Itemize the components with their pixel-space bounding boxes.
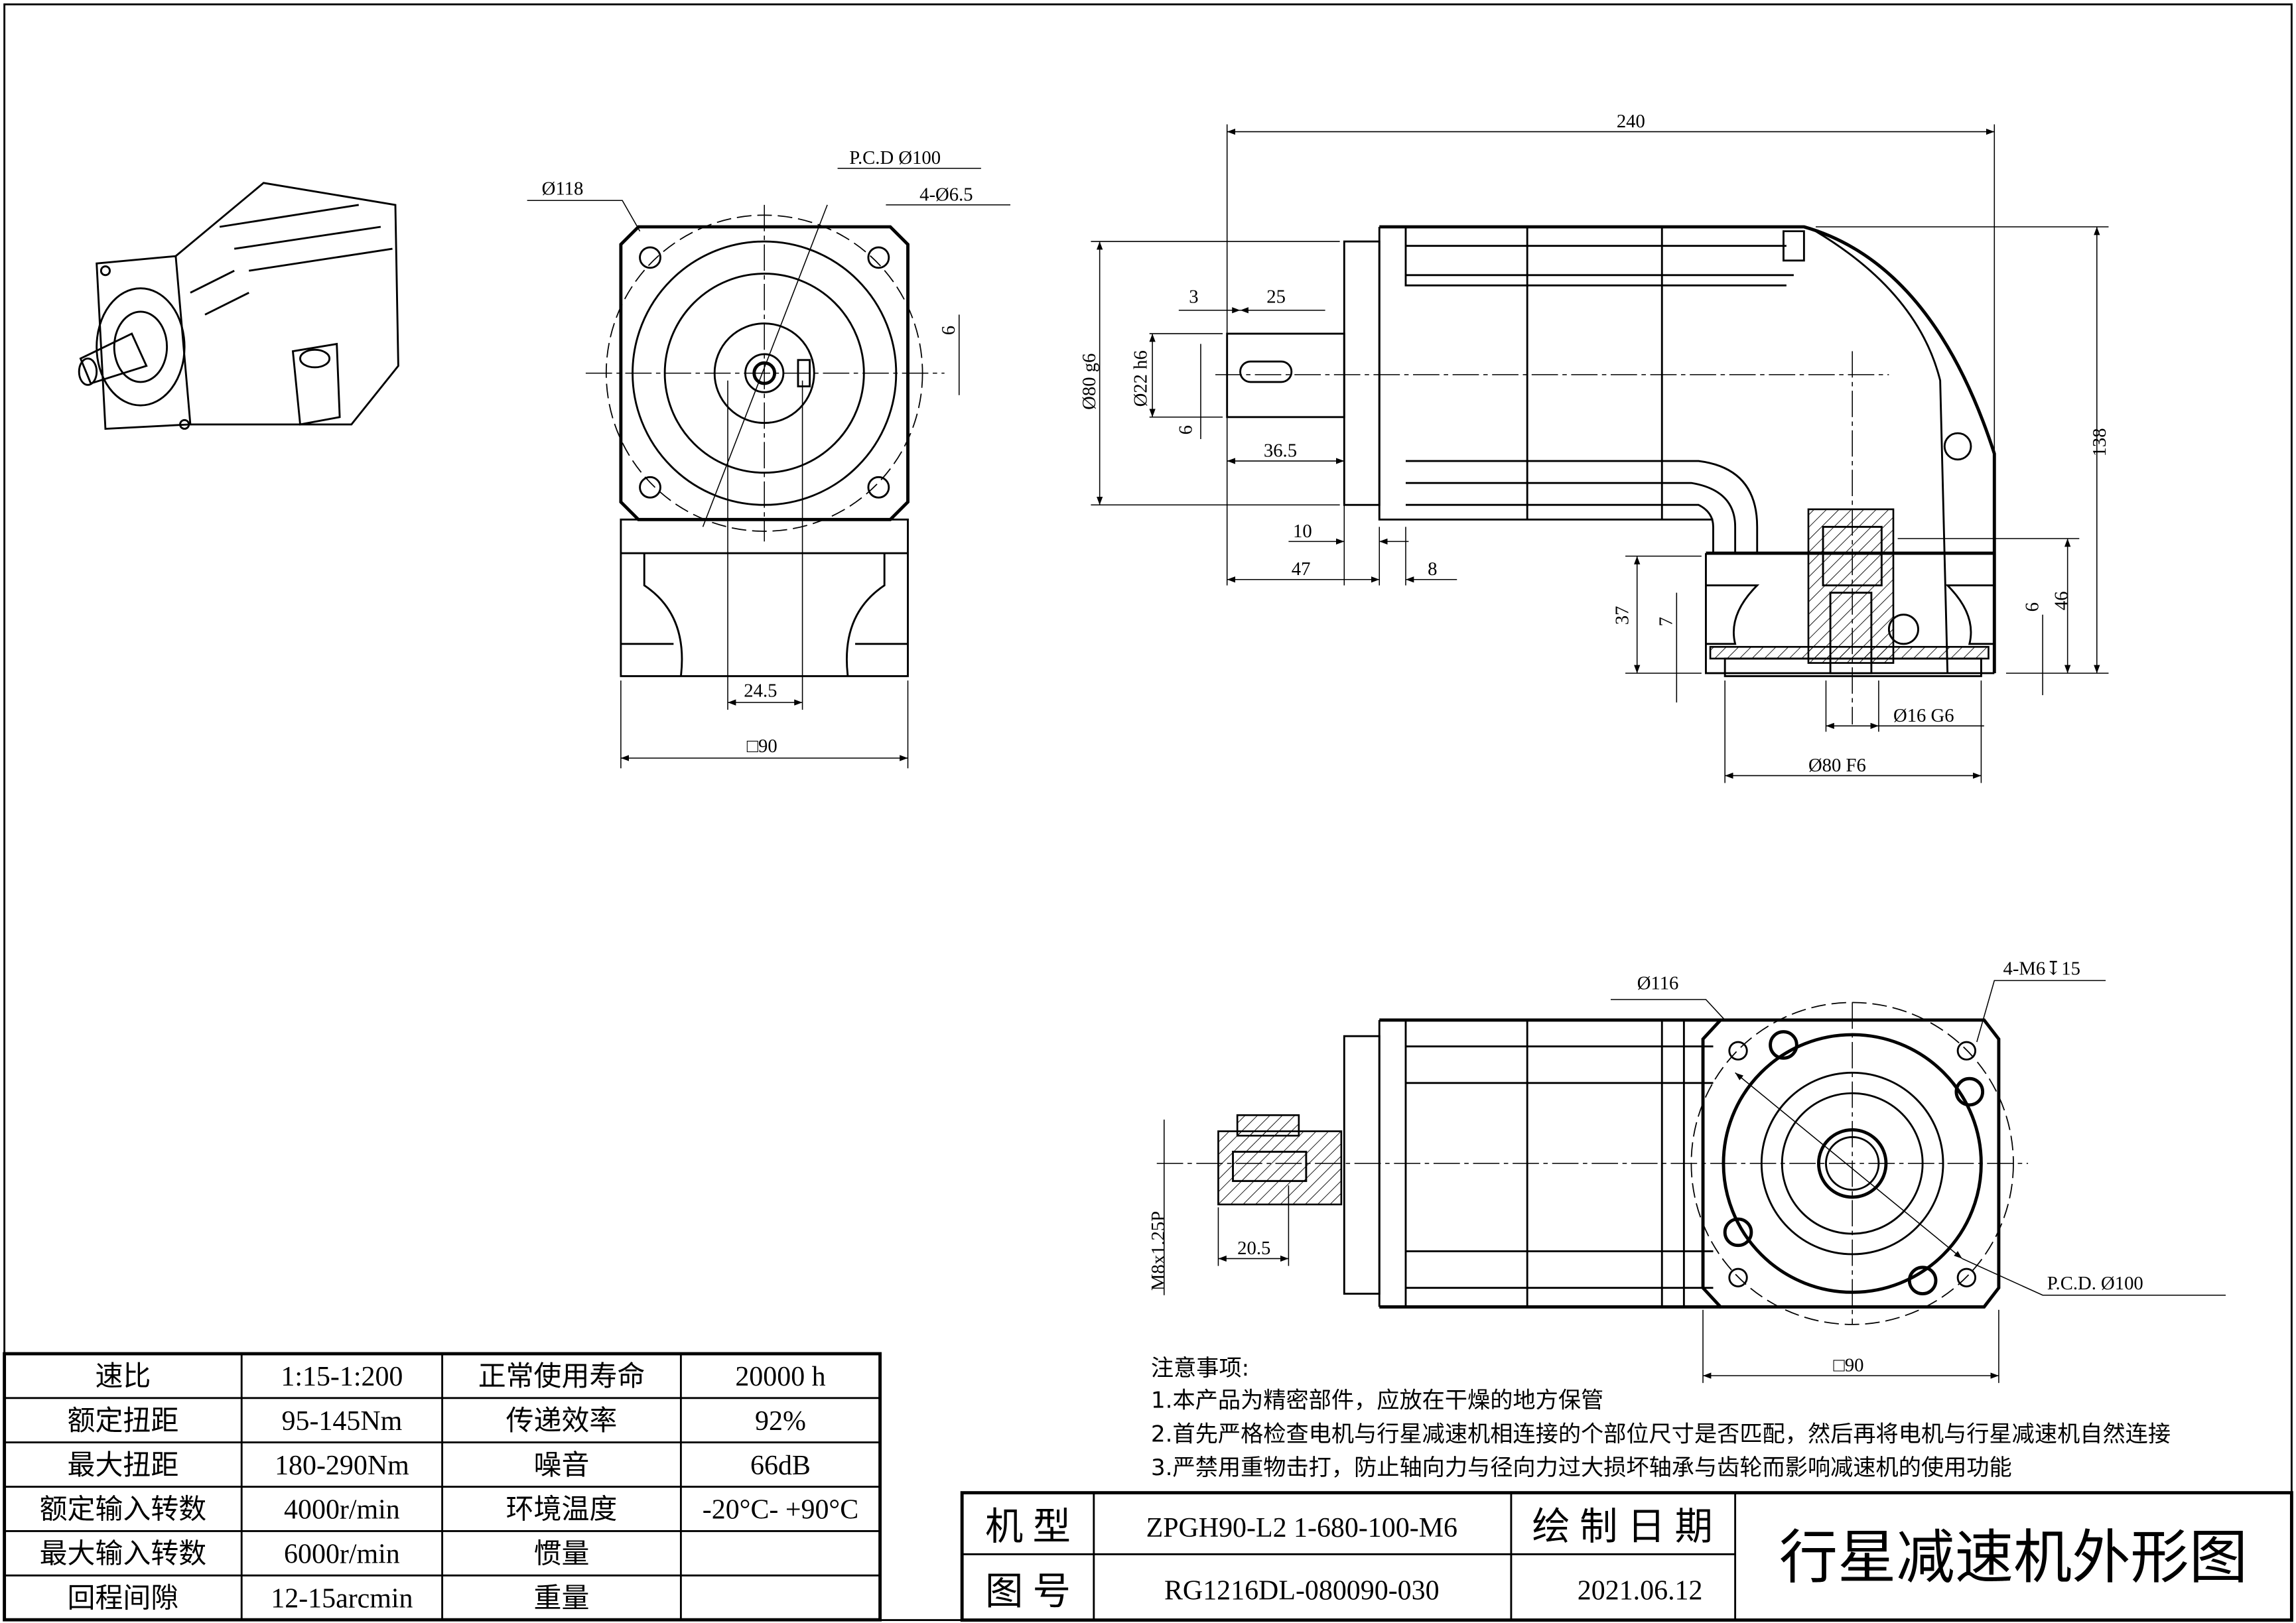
spec-cell: 额定扭距	[68, 1405, 179, 1437]
dim-46: 46	[2051, 591, 2072, 610]
side-view: 240 138 Ø80 g6 Ø22 h6 3 25 6 36.5 10 47 …	[1079, 111, 2110, 783]
dim-flange-thickness: 8	[1428, 558, 1437, 580]
dim-length: 240	[1617, 111, 1645, 132]
title-block: 机 型 ZPGH90-L2 1-680-100-M6 绘 制 日 期 图 号 R…	[960, 1491, 2293, 1622]
spec-cell: 66dB	[750, 1451, 811, 1481]
spec-cell: 最大扭距	[68, 1451, 179, 1481]
spec-cell: 正常使用寿命	[478, 1361, 645, 1392]
drawing-title: 行星减速机外形图	[1779, 1526, 2248, 1591]
dim-mounting-holes: 4-Ø6.5	[919, 184, 973, 205]
spec-cell: 速比	[95, 1362, 151, 1392]
spec-cell: 20000 h	[735, 1362, 825, 1392]
dim-pilot: Ø80 g6	[1079, 354, 1100, 410]
note-3: 3.严禁用重物击打，防止轴向力与径向力过大损坏轴承与齿轮而影响减速机的使用功能	[1151, 1455, 2012, 1481]
spec-cell: 180-290Nm	[275, 1451, 409, 1481]
spec-cell: 4000r/min	[284, 1495, 400, 1526]
model-label: 机 型	[985, 1506, 1071, 1548]
note-1: 1.本产品为精密部件，应放在干燥的地方保管	[1151, 1388, 1603, 1414]
dim-key-length: 25	[1266, 287, 1286, 308]
dim-pcd: P.C.D Ø100	[849, 147, 941, 168]
spec-cell: 6000r/min	[284, 1539, 400, 1570]
spec-cell: 95-145Nm	[282, 1406, 403, 1437]
dim-flange-diameter: Ø118	[542, 178, 584, 199]
spec-cell: 重量	[534, 1583, 590, 1614]
dim-output-pilot: Ø80 F6	[1808, 755, 1866, 776]
spec-cell: 1:15-1:200	[281, 1362, 403, 1392]
date-label: 绘 制 日 期	[1532, 1506, 1713, 1548]
dim-pcd: P.C.D. Ø100	[2047, 1273, 2143, 1294]
dim-6: 6	[2022, 602, 2043, 612]
spec-cell: 额定输入转数	[40, 1494, 207, 1526]
drawing-no-label: 图 号	[985, 1571, 1071, 1612]
date-value: 2021.06.12	[1578, 1576, 1703, 1606]
spec-cell: 传递效率	[506, 1405, 618, 1437]
dim-key-width: 6	[938, 326, 959, 335]
dim-shaft: Ø22 h6	[1130, 350, 1151, 407]
dim-shaft-length: 36.5	[1264, 440, 1297, 461]
dim-key-offset: 3	[1189, 287, 1198, 308]
spec-cell: 12-15arcmin	[271, 1583, 413, 1614]
dim-pilot-length: 10	[1293, 521, 1312, 542]
spec-cell: 环境温度	[506, 1494, 618, 1526]
dim-threaded-holes: 4-M6↧15	[2003, 958, 2080, 980]
dim-square: □90	[1834, 1354, 1864, 1376]
front-view: Ø118 P.C.D Ø100 4-Ø6.5 6 24.5 □90	[527, 147, 1011, 769]
spec-cell: -20°C- +90°C	[703, 1495, 858, 1526]
notes: 注意事项: 1.本产品为精密部件，应放在干燥的地方保管 2.首先严格检查电机与行…	[1151, 1355, 2171, 1481]
dim-total-shaft: 47	[1292, 558, 1311, 580]
spec-cell: 回程间隙	[68, 1583, 179, 1614]
spec-table: 速比 1:15-1:200 正常使用寿命 20000 h 额定扭距 95-145Nm 传递效…	[3, 1352, 882, 1622]
dim-key-width: 6	[1176, 425, 1197, 434]
model-value: ZPGH90-L2 1-680-100-M6	[1146, 1513, 1457, 1543]
drawing-no-value: RG1216DL-080090-030	[1164, 1576, 1440, 1606]
dim-height: 138	[2089, 428, 2110, 456]
dim-depth: 20.5	[1237, 1238, 1270, 1259]
dim-thread: M8x1.25P	[1148, 1211, 1169, 1291]
dim-offset: 24.5	[744, 680, 777, 701]
dim-7: 7	[1656, 617, 1677, 626]
spec-cell: 92%	[755, 1406, 806, 1437]
note-2: 2.首先严格检查电机与行星减速机相连接的个部位尺寸是否匹配，然后再将电机与行星减…	[1151, 1421, 2171, 1447]
notes-heading: 注意事项:	[1151, 1355, 1249, 1382]
dim-output-bore: Ø16 G6	[1893, 705, 1954, 726]
dim-diameter: Ø116	[1637, 973, 1679, 994]
spec-cell: 惯量	[534, 1539, 590, 1570]
bottom-view: Ø116 4-M6↧15 20.5 M8x1.25P P.C.D. Ø100 □…	[1148, 958, 2226, 1384]
isometric-view	[78, 182, 399, 430]
dim-square: □90	[747, 736, 777, 757]
spec-cell: 最大输入转数	[40, 1539, 207, 1570]
dim-37: 37	[1611, 606, 1633, 625]
spec-cell: 噪音	[534, 1450, 590, 1481]
